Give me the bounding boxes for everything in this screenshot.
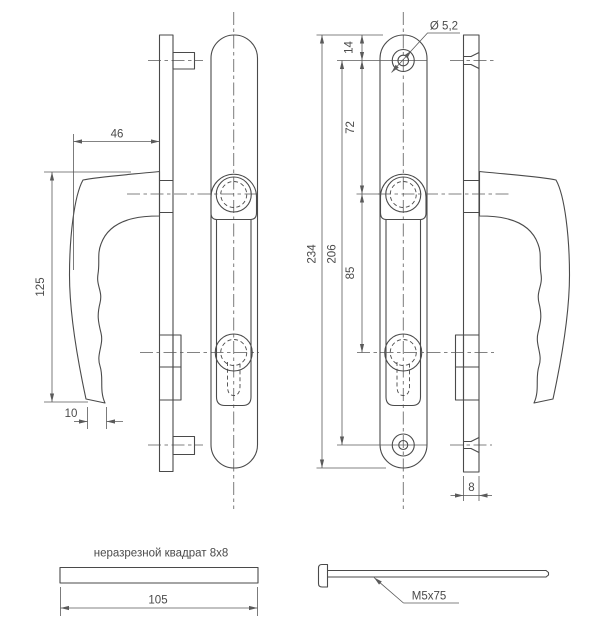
plate-side-divisions — [158, 179, 174, 401]
dim-top-hole-offset: 14 — [344, 35, 365, 61]
plate-side-divisions — [462, 179, 480, 401]
handle-silhouette-right — [478, 170, 571, 404]
screw-head — [317, 563, 329, 588]
left-plate-front-view — [210, 12, 259, 509]
hub-rose-circle — [215, 176, 252, 213]
dim-105-label: 105 — [148, 595, 167, 607]
handle-silhouette-left — [68, 170, 161, 404]
dim-10-label: 10 — [65, 408, 78, 420]
square-bar-body — [59, 566, 259, 584]
left-plate-side-view — [148, 34, 203, 473]
plate-side-body — [462, 34, 480, 473]
plate-recess — [385, 218, 422, 407]
dia-5-2-label: Ø 5,2 — [430, 21, 458, 33]
dim-hole-to-handle-axis: 72 — [345, 60, 381, 195]
plate-side-body — [158, 34, 174, 473]
plate-outline — [210, 34, 259, 469]
dim-14-label: 14 — [344, 41, 356, 54]
bottom-hole-outer — [391, 433, 415, 457]
bottom-hole-inner — [398, 439, 409, 451]
top-screw-boss — [172, 51, 196, 70]
dim-handle-depth: 46 — [73, 129, 160, 270]
dim-8-label: 8 — [468, 482, 474, 494]
screw-shaft — [326, 569, 550, 578]
hub-boss — [210, 173, 258, 221]
hub-hidden-circle — [220, 181, 248, 208]
hub-boss — [379, 173, 427, 221]
square-bar-caption: неразрезной квадрат 8x8 — [94, 548, 229, 560]
top-countersunk-hole — [462, 51, 480, 70]
hub-rose-circle — [385, 176, 422, 213]
dim-234-label: 234 — [307, 244, 319, 264]
diameter-arrows — [391, 50, 412, 73]
bottom-screw-boss — [172, 435, 196, 456]
dim-72-label: 72 — [345, 121, 357, 134]
cylinder-keyhole-slot — [396, 362, 410, 396]
screw-caption: M5x75 — [412, 591, 447, 603]
right-plate-front-view — [337, 12, 428, 509]
dim-handle-length: 125 — [35, 171, 131, 403]
right-plate-side-view — [450, 34, 494, 473]
dim-46-label: 46 — [111, 129, 124, 141]
dim-handle-axis-to-cylinder: 85 — [345, 194, 365, 353]
dim-125-label: 125 — [35, 277, 47, 296]
hub-hidden-circle — [389, 181, 417, 208]
square-bar-view: неразрезной квадрат 8x8 105 — [59, 548, 259, 616]
right-handle-view — [357, 170, 571, 404]
dim-screw-holes-spacing: 206 — [327, 60, 345, 445]
screw-leader-line — [373, 577, 404, 604]
screw-view: M5x75 — [317, 563, 550, 604]
dim-top-hole-diameter: Ø 5,2 — [391, 21, 460, 73]
dim-85-label: 85 — [345, 267, 357, 280]
bottom-countersunk-hole — [462, 436, 480, 454]
dim-plate-length: 234 — [307, 34, 386, 469]
leader-line — [411, 32, 460, 51]
left-handle-view — [68, 170, 259, 404]
cylinder-circle — [214, 333, 253, 372]
cylinder-keyhole-slot — [227, 362, 241, 396]
dim-206-label: 206 — [327, 244, 339, 263]
plate-recess — [215, 218, 252, 407]
dim-handle-end-width: 10 — [65, 407, 123, 429]
dim-plate-thickness: 8 — [450, 476, 492, 501]
dim-square-bar-length: 105 — [60, 587, 258, 616]
plate-outline — [379, 34, 428, 469]
cylinder-hidden-circle — [220, 339, 248, 366]
